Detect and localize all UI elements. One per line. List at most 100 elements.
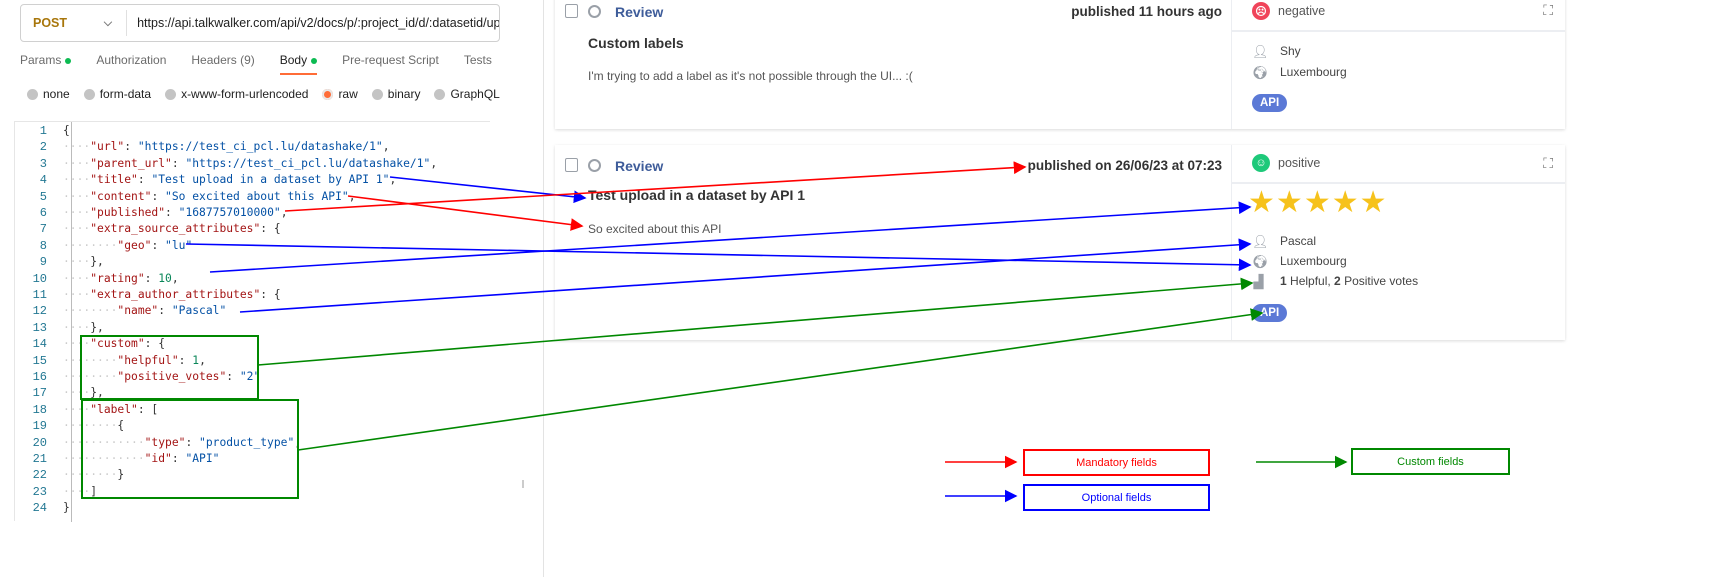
result-card-2: Review published on 26/06/23 at 07:23 Te… bbox=[555, 145, 1565, 340]
method-label: POST bbox=[33, 16, 68, 30]
code-token: { bbox=[117, 419, 125, 433]
select-checkbox[interactable] bbox=[565, 4, 578, 18]
star-icon: ★ bbox=[1359, 186, 1388, 219]
code-token: "extra_source_attributes" bbox=[90, 222, 261, 236]
tab-pre-request-script[interactable]: Pre-request Script bbox=[342, 53, 439, 75]
code-token: : bbox=[226, 370, 240, 383]
code-token: "rating" bbox=[90, 271, 145, 285]
published-date: published on 26/06/23 at 07:23 bbox=[1027, 158, 1222, 173]
star-icon: ★ bbox=[1303, 186, 1332, 219]
label-badge[interactable]: API bbox=[1252, 94, 1288, 112]
code-token: }, bbox=[90, 320, 104, 334]
line-number: 1 bbox=[39, 124, 47, 138]
radio-circle[interactable] bbox=[434, 88, 446, 100]
code-token: : bbox=[151, 189, 166, 203]
chevron-down-icon: ⌵ bbox=[103, 16, 113, 29]
radio-binary[interactable]: binary bbox=[371, 87, 420, 101]
method-select[interactable]: POST ⌵ bbox=[21, 10, 128, 36]
happy-face-icon: ☺ bbox=[1252, 154, 1270, 172]
tab-authorization[interactable]: Authorization bbox=[96, 53, 166, 75]
code-token: "custom" bbox=[90, 337, 145, 351]
postman-request-panel: POST ⌵ https://api.talkwalker.com/api/v2/… bbox=[0, 0, 500, 577]
radio-x-www-form-urlencoded[interactable]: x-www-form-urlencoded bbox=[165, 87, 308, 101]
code-token: : { bbox=[260, 222, 281, 236]
radio-form-data[interactable]: form-data bbox=[83, 87, 151, 101]
tab-params[interactable]: Params bbox=[20, 53, 72, 75]
code-token: "content" bbox=[90, 189, 152, 203]
country-row: 🌍︎Luxembourg bbox=[1252, 65, 1347, 79]
code-token: "published" bbox=[90, 206, 166, 219]
radio-circle[interactable] bbox=[83, 88, 95, 100]
line-number: 9 bbox=[39, 255, 47, 270]
code-token: ········ bbox=[63, 353, 118, 367]
radio-label: GraphQL bbox=[450, 87, 500, 101]
radio-label: x-www-form-urlencoded bbox=[181, 87, 309, 101]
expand-icon[interactable]: ⛶ bbox=[1543, 155, 1553, 171]
user-icon: 👤︎ bbox=[1252, 233, 1269, 249]
status-dot bbox=[65, 57, 72, 64]
code-line: ····"label": [ bbox=[63, 403, 158, 416]
line-number: 8 bbox=[39, 238, 47, 253]
code-token: , bbox=[171, 271, 179, 285]
star-icon: ★ bbox=[1248, 186, 1276, 219]
code-token: "name" bbox=[117, 304, 159, 318]
code-token: "2" bbox=[239, 370, 261, 383]
sentiment-label: negative bbox=[1278, 4, 1326, 18]
code-token: , bbox=[199, 353, 206, 367]
code-token: ············ bbox=[63, 435, 145, 449]
code-token: ···· bbox=[63, 173, 91, 187]
line-number: 2 bbox=[39, 140, 47, 155]
source-type-link[interactable]: Review bbox=[615, 158, 664, 174]
tab-body[interactable]: Body bbox=[279, 53, 318, 75]
line-number: 21 bbox=[32, 452, 47, 466]
radio-GraphQL[interactable]: GraphQL bbox=[434, 87, 500, 101]
code-line: ····"url": "https://test_ci_pcl.lu/datas… bbox=[63, 140, 390, 153]
code-line: ········{ bbox=[63, 419, 124, 432]
code-line: ····"custom": { bbox=[63, 337, 165, 350]
radio-circle[interactable] bbox=[322, 88, 334, 100]
expand-icon[interactable]: ⛶ bbox=[1543, 2, 1553, 18]
code-token: "Test upload in a dataset by API 1" bbox=[151, 173, 390, 187]
url-input[interactable]: https://api.talkwalker.com/api/v2/docs/p… bbox=[137, 16, 499, 30]
post-content: I'm trying to add a label as it's not po… bbox=[588, 69, 913, 83]
code-token: , bbox=[382, 140, 390, 154]
code-token: : bbox=[151, 238, 166, 252]
line-number: 24 bbox=[32, 501, 47, 516]
source-type-link[interactable]: Review bbox=[615, 4, 664, 20]
radio-circle[interactable] bbox=[165, 88, 177, 100]
scrollbar[interactable] bbox=[522, 480, 524, 488]
code-token: : [ bbox=[137, 402, 159, 416]
code-token: ···· bbox=[63, 189, 91, 203]
code-editor[interactable]: 1 {2 ····"url": "https://test_ci_pcl.lu/da… bbox=[14, 121, 490, 522]
code-token: "parent_url" bbox=[90, 156, 172, 170]
status-dot bbox=[311, 57, 318, 64]
legend-custom: Custom fields bbox=[1351, 448, 1510, 475]
code-line: ····"published": "1687757010000", bbox=[63, 206, 288, 219]
code-token: "API" bbox=[185, 452, 220, 465]
radio-raw[interactable]: raw bbox=[322, 87, 358, 101]
radio-none[interactable]: none bbox=[27, 87, 70, 101]
tab-tests[interactable]: Tests bbox=[464, 53, 492, 75]
code-token: "lu" bbox=[165, 238, 193, 252]
code-token: }, bbox=[90, 255, 104, 269]
code-line: ····"extra_source_attributes": { bbox=[63, 222, 281, 235]
code-token: : bbox=[185, 435, 200, 449]
line-number: 15 bbox=[32, 353, 47, 368]
code-token: "Pascal" bbox=[171, 304, 227, 318]
label-badge[interactable]: API bbox=[1252, 304, 1288, 322]
code-token: : { bbox=[144, 337, 166, 351]
code-token: ···· bbox=[63, 402, 91, 416]
code-token: }, bbox=[90, 386, 104, 400]
code-token: "helpful" bbox=[117, 353, 179, 367]
code-token: "https://test_ci_pcl.lu/datashake/1" bbox=[137, 140, 383, 154]
code-token: ···· bbox=[63, 337, 91, 351]
select-checkbox[interactable] bbox=[565, 158, 578, 172]
tab-headers-[interactable]: Headers (9) bbox=[191, 53, 254, 75]
radio-label: none bbox=[43, 87, 70, 101]
radio-circle[interactable] bbox=[27, 88, 38, 100]
radio-circle[interactable] bbox=[371, 88, 383, 100]
code-line: ····"content": "So excited about this AP… bbox=[63, 190, 356, 203]
line-number: 6 bbox=[39, 206, 47, 220]
code-token: ···· bbox=[63, 156, 91, 170]
code-token: ···· bbox=[63, 206, 91, 219]
